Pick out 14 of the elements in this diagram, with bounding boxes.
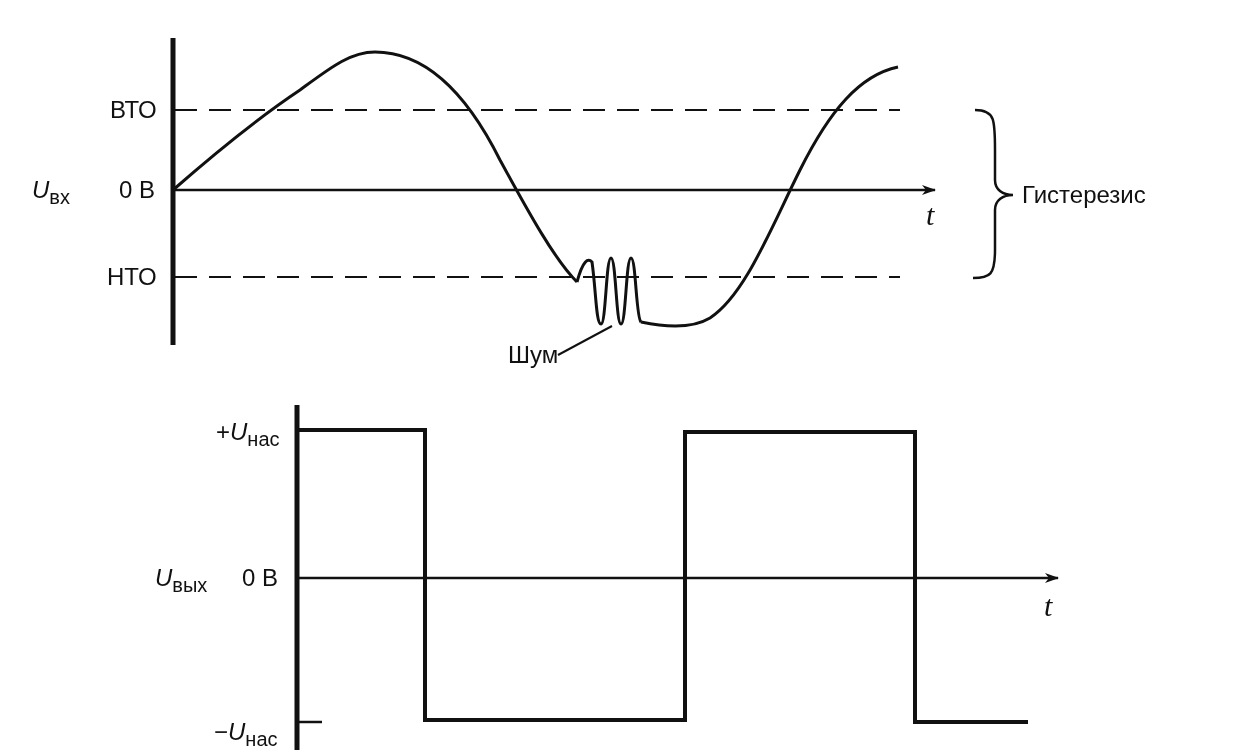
threshold-label: НТО (107, 265, 157, 289)
bracket-label: Гистерезис (1022, 183, 1146, 207)
noise-label: Шум (508, 343, 559, 367)
axis-label: U$_{вх}$ (32, 177, 70, 207)
level-label: −U$_{нас}$ (214, 719, 278, 749)
noise-ripple (575, 256, 643, 326)
axis-label: 0 В (119, 178, 156, 202)
axis-label: t (926, 200, 935, 230)
axis-label: U$_{вых}$ (155, 565, 208, 595)
axis-label: 0 В (242, 566, 279, 590)
level-label: +U$_{нас}$ (216, 419, 280, 449)
axis-label: t (1044, 591, 1053, 621)
threshold-label: ВТО (110, 98, 157, 122)
leader-line (557, 325, 613, 356)
